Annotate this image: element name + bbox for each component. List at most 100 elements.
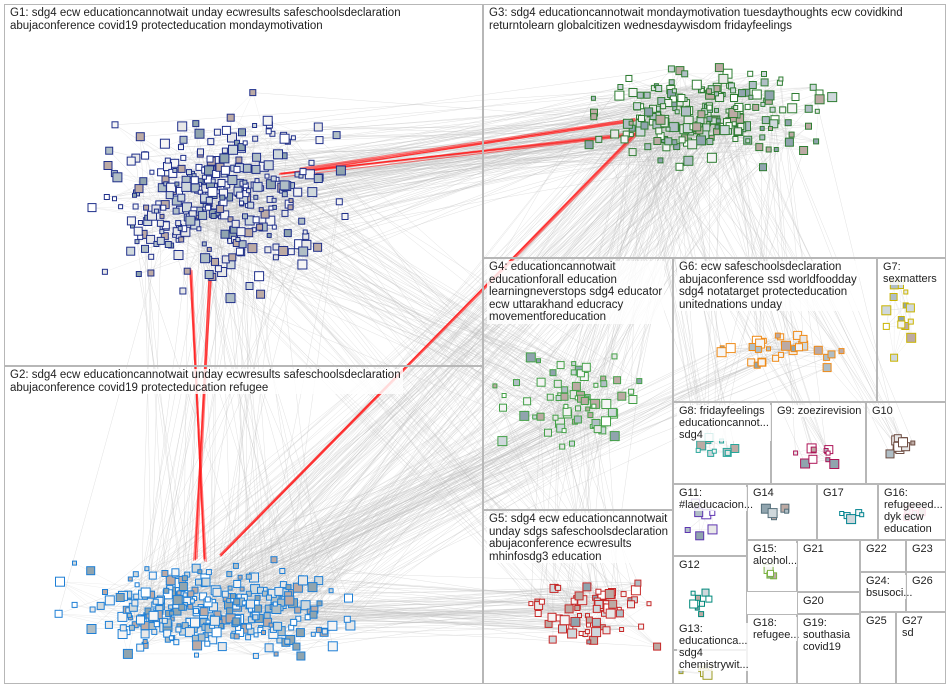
node-g1[interactable] [236, 227, 246, 237]
node-g1[interactable] [160, 204, 167, 211]
node-g1[interactable] [112, 172, 123, 183]
node-g1[interactable] [242, 140, 248, 146]
node-g3[interactable] [761, 71, 767, 77]
node-g1[interactable] [181, 181, 192, 192]
group-box-g10[interactable]: G10 [866, 402, 946, 484]
node-g1[interactable] [220, 229, 230, 239]
node-g1[interactable] [297, 259, 308, 270]
node-g2[interactable] [199, 607, 209, 617]
node-g3[interactable] [633, 102, 642, 111]
node-g2[interactable] [191, 563, 201, 573]
node-g3[interactable] [745, 138, 751, 144]
node-g2[interactable] [309, 610, 318, 619]
node-g2[interactable] [230, 593, 236, 600]
node-g1[interactable] [264, 173, 270, 179]
node-g2[interactable] [264, 643, 274, 653]
node-g1[interactable] [103, 161, 113, 170]
node-g1[interactable] [190, 176, 199, 185]
node-g2[interactable] [227, 585, 233, 591]
node-g2[interactable] [173, 639, 180, 646]
node-g1[interactable] [252, 216, 260, 224]
node-g2[interactable] [252, 652, 259, 659]
node-g1[interactable] [157, 168, 166, 177]
group-box-g11[interactable]: G11: #laeducacion... [673, 484, 755, 556]
node-g2[interactable] [310, 631, 316, 637]
node-g1[interactable] [210, 178, 216, 184]
node-g3[interactable] [706, 115, 713, 122]
node-g3[interactable] [773, 147, 779, 152]
group-box-g21[interactable]: G21 [797, 540, 860, 592]
node-g3[interactable] [813, 138, 820, 145]
node-g2[interactable] [161, 570, 169, 577]
node-g1[interactable] [237, 143, 246, 152]
node-g1[interactable] [164, 241, 172, 248]
node-g1[interactable] [164, 157, 171, 164]
node-g2[interactable] [178, 582, 188, 591]
node-g1[interactable] [200, 253, 211, 264]
node-g2[interactable] [193, 608, 199, 615]
node-g1[interactable] [270, 175, 277, 182]
node-g2[interactable] [211, 627, 222, 638]
node-g3[interactable] [791, 93, 800, 101]
node-g3[interactable] [636, 91, 644, 99]
node-g3[interactable] [805, 122, 812, 130]
node-g2[interactable] [199, 592, 208, 601]
node-g1[interactable] [207, 186, 218, 197]
node-g1[interactable] [233, 165, 241, 173]
node-g1[interactable] [235, 237, 241, 242]
node-g2[interactable] [163, 587, 170, 594]
node-g2[interactable] [71, 601, 78, 608]
node-g1[interactable] [156, 219, 164, 227]
node-g2[interactable] [217, 642, 227, 652]
node-g1[interactable] [156, 236, 165, 245]
node-g2[interactable] [127, 576, 133, 582]
group-box-g24[interactable]: G24: bsusoci... [860, 572, 915, 612]
node-g3[interactable] [814, 108, 820, 114]
node-g2[interactable] [261, 630, 266, 635]
node-g2[interactable] [131, 599, 139, 607]
group-box-g15[interactable]: G15: alcohol... [747, 540, 800, 592]
node-g2[interactable] [172, 595, 183, 606]
node-g1[interactable] [103, 194, 110, 200]
group-box-g8[interactable]: G8: fridayfeelings educationcannot... sd… [673, 402, 771, 484]
node-g2[interactable] [307, 582, 318, 593]
node-g3[interactable] [714, 107, 719, 113]
node-g2[interactable] [254, 594, 261, 601]
node-g2[interactable] [232, 562, 239, 569]
node-g1[interactable] [242, 213, 248, 220]
node-g2[interactable] [140, 587, 151, 598]
node-g2[interactable] [181, 575, 188, 582]
node-g1[interactable] [149, 169, 155, 175]
node-g1[interactable] [227, 216, 234, 223]
node-g1[interactable] [279, 180, 290, 191]
node-g2[interactable] [86, 624, 97, 634]
node-g1[interactable] [126, 246, 136, 256]
node-g3[interactable] [755, 143, 764, 152]
node-g1[interactable] [313, 242, 323, 252]
node-g2[interactable] [104, 595, 115, 606]
group-box-g3[interactable]: G3: sdg4 educationcannotwait mondaymotiv… [483, 4, 946, 258]
node-g2[interactable] [296, 651, 306, 661]
node-g1[interactable] [252, 135, 259, 142]
node-g1[interactable] [249, 89, 257, 97]
node-g1[interactable] [253, 194, 259, 200]
node-g1[interactable] [172, 207, 180, 215]
node-g1[interactable] [264, 246, 272, 254]
node-g1[interactable] [245, 282, 254, 290]
node-g3[interactable] [625, 75, 633, 82]
group-box-g5[interactable]: G5: sdg4 ecw educationcannotwait unday s… [483, 510, 673, 684]
node-g1[interactable] [258, 207, 264, 213]
node-g1[interactable] [87, 203, 97, 213]
node-g1[interactable] [252, 152, 262, 162]
node-g2[interactable] [261, 590, 268, 597]
node-g1[interactable] [185, 215, 196, 226]
node-g2[interactable] [153, 621, 160, 628]
node-g1[interactable] [146, 234, 156, 244]
node-g2[interactable] [245, 590, 252, 597]
node-g1[interactable] [153, 208, 159, 214]
node-g1[interactable] [132, 192, 137, 198]
node-g2[interactable] [315, 626, 322, 633]
group-box-g18[interactable]: G18: refugee... [747, 614, 802, 684]
node-g2[interactable] [148, 610, 159, 621]
node-g2[interactable] [169, 610, 175, 616]
